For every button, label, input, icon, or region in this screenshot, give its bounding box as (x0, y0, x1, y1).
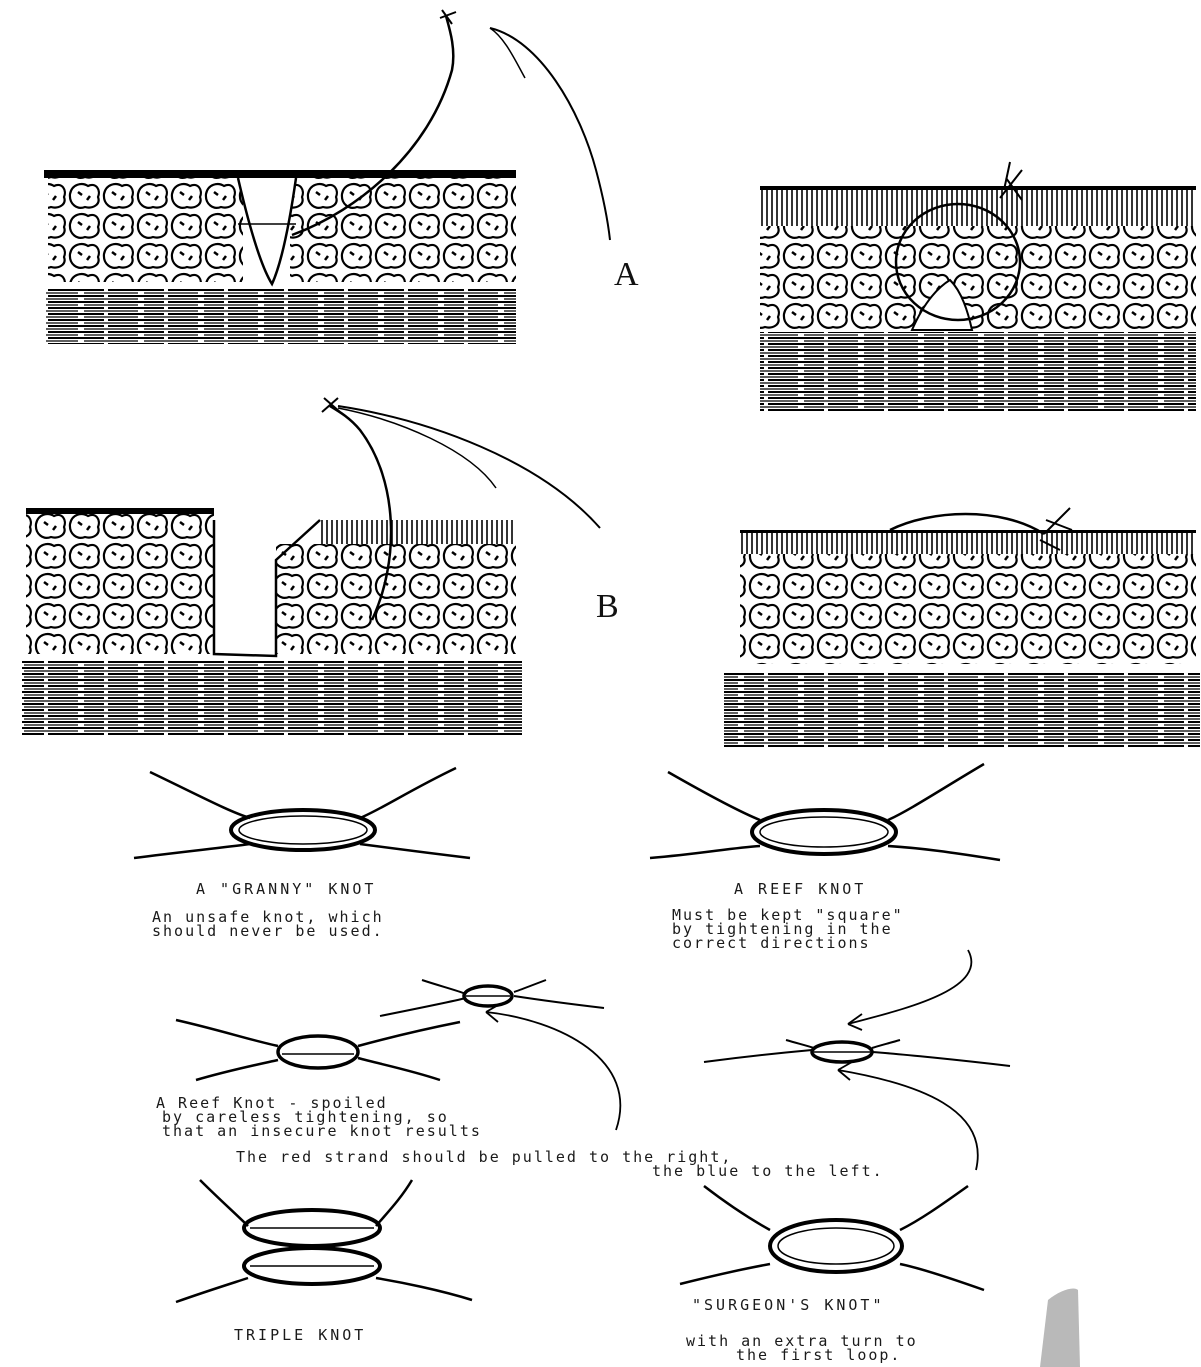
reef-knot-title: A REEF KNOT (734, 882, 866, 897)
reef-knot-small-drawing (704, 1040, 1010, 1066)
instruction-line-2: the blue to the left. (652, 1164, 884, 1179)
granny-knot-title: A "GRANNY" KNOT (196, 882, 376, 897)
wound-a-open (44, 10, 610, 344)
wound-b-open (22, 398, 600, 736)
surgeons-knot-desc-2: the first loop. (736, 1348, 901, 1363)
label-b: B (596, 588, 619, 626)
arrow-instruction-to-reef-small (838, 1062, 978, 1170)
wound-b-closed (724, 508, 1200, 748)
triple-knot-title: TRIPLE KNOT (234, 1328, 366, 1343)
wound-a-closed (760, 162, 1196, 412)
reef-knot-drawing (650, 764, 1000, 860)
granny-knot-desc-2: should never be used. (152, 924, 384, 939)
reef-knot-desc-3: correct directions (672, 936, 871, 951)
granny-knot-drawing (134, 768, 470, 858)
spoiled-knot-drawing (176, 1020, 460, 1080)
surgeons-knot-title: "SURGEON'S KNOT" (692, 1298, 885, 1313)
surgeons-knot-drawing (680, 1186, 984, 1290)
arrow-spoiled-to-small (486, 1004, 620, 1130)
triple-knot-drawing (176, 1180, 472, 1302)
arrow-reef-to-small (848, 950, 971, 1030)
spoiled-knot-desc-3: that an insecure knot results (162, 1124, 482, 1139)
spoiled-knot-small-drawing (380, 980, 604, 1016)
page-corner-smudge (1040, 1288, 1080, 1367)
label-a: A (614, 256, 639, 294)
